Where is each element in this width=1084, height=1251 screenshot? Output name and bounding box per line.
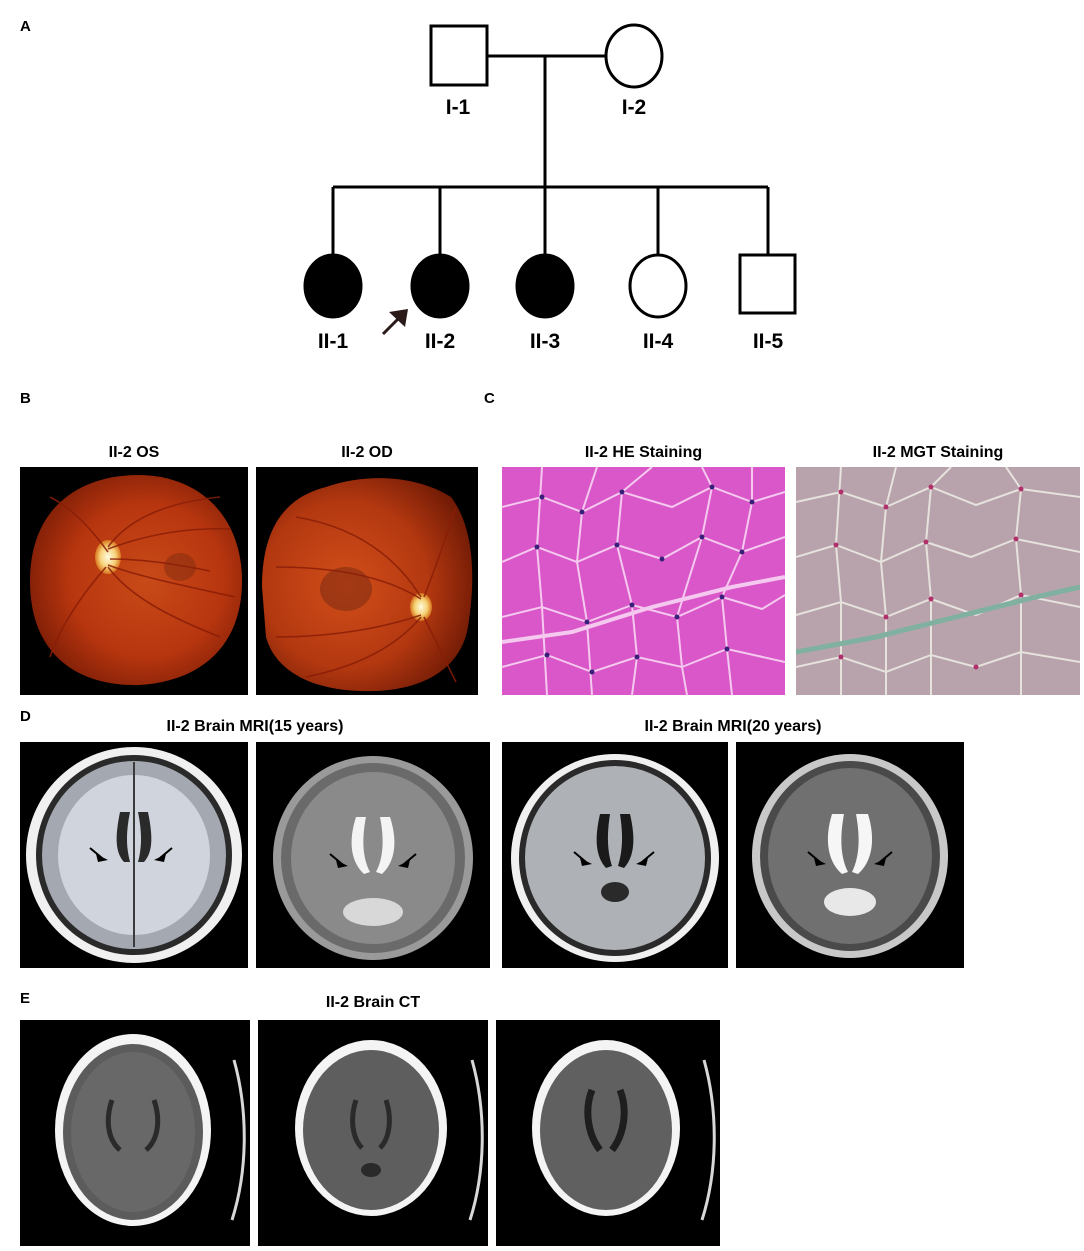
mgt-staining-image [796,467,1080,695]
individual-ii-2-symbol [410,253,470,319]
panel-letter-a: A [20,18,31,35]
pedigree-label-ii-1: II-1 [317,330,349,353]
mri-t1-15-years-image [20,742,248,968]
ct-image-2 [258,1020,488,1246]
fundus-image-os [20,467,248,695]
individual-ii-1-symbol [303,253,363,319]
panel-letter-b: B [20,390,31,407]
he-staining-image [502,467,785,695]
mri-t2-20-years-image [736,742,964,968]
staining-caption-mgt: II-2 MGT Staining [872,444,1004,461]
ct-caption: II-2 Brain CT [325,994,421,1011]
mri-caption-15-years: II-2 Brain MRI(15 years) [166,718,344,735]
panel-letter-e: E [20,990,31,1007]
mri-t2-15-years-image [256,742,490,968]
fundus-image-od [256,467,478,695]
individual-i-1-symbol [429,24,489,87]
pedigree-label-ii-5: II-5 [752,330,784,353]
panel-letter-c: C [484,390,495,407]
pedigree-label-ii-3: II-3 [529,330,561,353]
ct-image-3 [496,1020,720,1246]
mri-t1-20-years-image [502,742,728,968]
fundus-caption-os: II-2 OS [108,444,160,461]
staining-caption-he: II-2 HE Staining [584,444,703,461]
individual-i-2-symbol [604,23,664,89]
fundus-caption-od: II-2 OD [341,444,393,461]
individual-ii-3-symbol [515,253,575,319]
pedigree-label-i-2: I-2 [621,96,647,119]
ct-image-1 [20,1020,250,1246]
pedigree-label-ii-2: II-2 [424,330,456,353]
pedigree-label-ii-4: II-4 [642,330,674,353]
proband-arrow [381,309,408,336]
individual-ii-5-symbol [738,253,797,315]
panel-letter-d: D [20,708,31,725]
mri-caption-20-years: II-2 Brain MRI(20 years) [644,718,822,735]
individual-ii-4-symbol [628,253,688,319]
pedigree-chart [303,23,797,336]
pedigree-label-i-1: I-1 [445,96,471,119]
